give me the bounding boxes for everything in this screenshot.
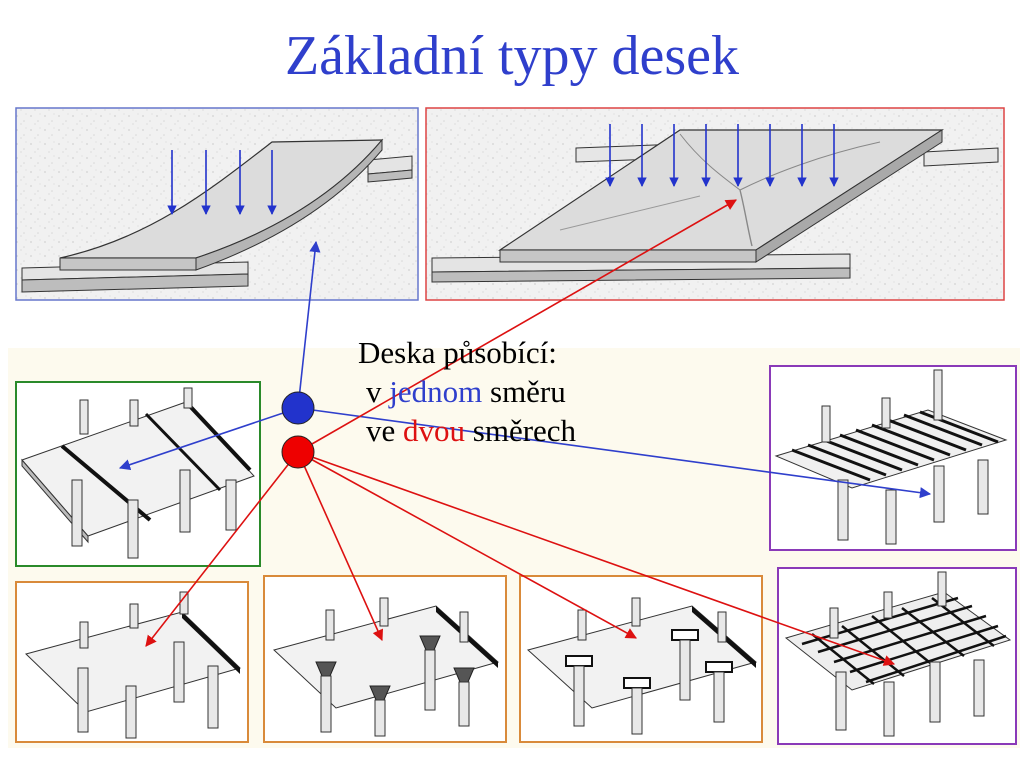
two-way-slab-figure [425, 107, 1005, 301]
legend-one-way-suffix: směru [490, 373, 566, 409]
beam-slab-figure [15, 381, 261, 567]
slab-action-legend: Deska působící: v jednom směru ve dvou s… [358, 334, 576, 450]
two-way-connectors [145, 199, 896, 666]
waffle-slab-figure [777, 567, 1017, 745]
legend-one-way-prefix: v [366, 373, 382, 409]
two-way-hub-marker [281, 435, 315, 469]
legend-one-way-row: v jednom směru [358, 373, 576, 412]
one-way-connectors [118, 240, 932, 499]
legend-heading: Deska působící: [358, 335, 557, 370]
one-way-slab-figure [15, 107, 419, 301]
legend-one-way-highlight: jednom [389, 373, 483, 409]
legend-two-way-row: ve dvou směrech [358, 412, 576, 451]
legend-two-way-suffix: směrech [472, 412, 577, 448]
flat-slab-drop-panels-figure [519, 575, 763, 743]
one-way-hub-marker [281, 391, 315, 425]
legend-two-way-highlight: dvou [403, 412, 466, 448]
ribbed-slab-figure [769, 365, 1017, 551]
flat-slab-capitals-figure [263, 575, 507, 743]
legend-two-way-prefix: ve [366, 412, 396, 448]
flat-plate-figure [15, 581, 249, 743]
slide-title: Základní typy desek [284, 25, 740, 87]
